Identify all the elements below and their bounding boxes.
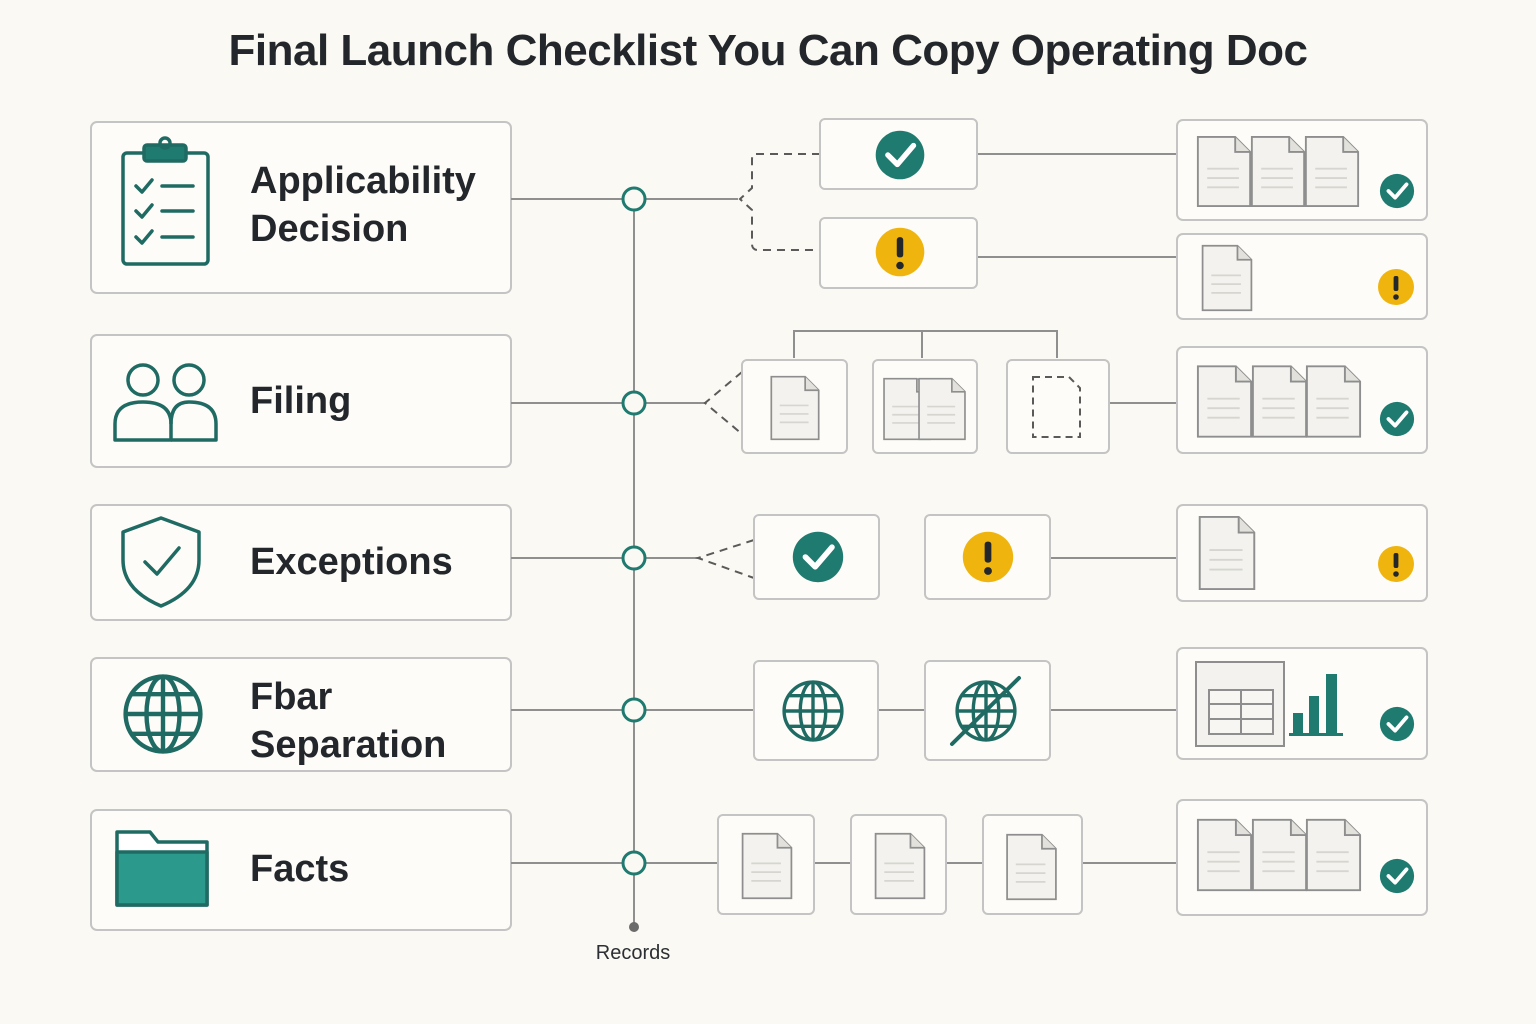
bar-chart-icon [1289, 674, 1343, 736]
branch-card-approved [819, 118, 978, 190]
result-card-row5-docs [1176, 799, 1428, 916]
result-card-row2-docs [1176, 346, 1428, 454]
document-icon [1305, 818, 1362, 892]
dashed-document-icon [1032, 376, 1081, 438]
document-icon [874, 832, 926, 900]
dashed-branches [694, 153, 820, 579]
document-icon [741, 832, 793, 900]
step-card-exceptions [90, 504, 512, 621]
document-icon [1251, 365, 1308, 438]
document-icon [770, 375, 820, 441]
shield-check-icon [121, 516, 201, 608]
result-card-row1-docs [1176, 119, 1428, 221]
check-circle-icon [1378, 857, 1416, 895]
branch-card-doc-2 [850, 814, 947, 915]
warning-icon [875, 227, 925, 277]
timeline-nodes [621, 186, 647, 876]
step-card-applicability [90, 121, 512, 294]
branch-card-one-doc [741, 359, 848, 454]
document-icon [1196, 135, 1252, 208]
step-label-applicability: Applicability Decision [250, 160, 476, 250]
result-card-row3-warning [1176, 504, 1428, 602]
branch-card-warning [819, 217, 978, 289]
warning-icon [1378, 546, 1414, 582]
branch-card-globe [753, 660, 879, 761]
document-icon [1006, 833, 1057, 901]
result-card-row4-report [1176, 647, 1428, 760]
check-circle-icon [1378, 172, 1416, 210]
step-label-facts: Facts [250, 848, 350, 890]
check-circle-icon [876, 131, 925, 180]
branch-card-missing-doc [1006, 359, 1110, 454]
document-icon [1201, 244, 1253, 312]
branch-card-warning [924, 514, 1051, 600]
globe-icon [126, 677, 201, 752]
result-card-row1-warning [1176, 233, 1428, 320]
branch-card-two-docs [872, 359, 978, 454]
table-icon [1195, 661, 1285, 747]
warning-icon [1378, 269, 1414, 305]
step-label-fbar: Fbar Separation [250, 676, 447, 766]
people-icon [113, 363, 218, 442]
branch-card-approved [753, 514, 880, 600]
check-circle-icon [793, 532, 843, 582]
page-title: Final Launch Checklist You Can Copy Oper… [228, 26, 1308, 75]
document-icon [1198, 515, 1256, 591]
document-icon [918, 377, 966, 441]
globe-icon [782, 680, 844, 742]
branch-card-globe-crossed [924, 660, 1051, 761]
check-circle-icon [1378, 400, 1416, 438]
document-icon [1305, 365, 1362, 438]
step-card-fbar [90, 657, 512, 772]
document-icon [1304, 135, 1360, 208]
step-label-exceptions: Exceptions [250, 541, 453, 583]
document-icon [1250, 135, 1306, 208]
document-icon [1196, 365, 1253, 438]
document-icon [1251, 818, 1308, 892]
folder-icon [115, 830, 209, 907]
connector-lines [511, 153, 1177, 864]
document-icon [1196, 818, 1253, 892]
step-label-filing: Filing [250, 380, 352, 422]
clipboard-checklist-icon [121, 136, 210, 266]
timeline-end-dot [629, 922, 639, 932]
axis-label: Records [595, 942, 671, 964]
branch-card-doc-3 [982, 814, 1083, 915]
check-circle-icon [1378, 705, 1416, 743]
warning-icon [962, 531, 1014, 583]
branch-card-doc-1 [717, 814, 815, 915]
